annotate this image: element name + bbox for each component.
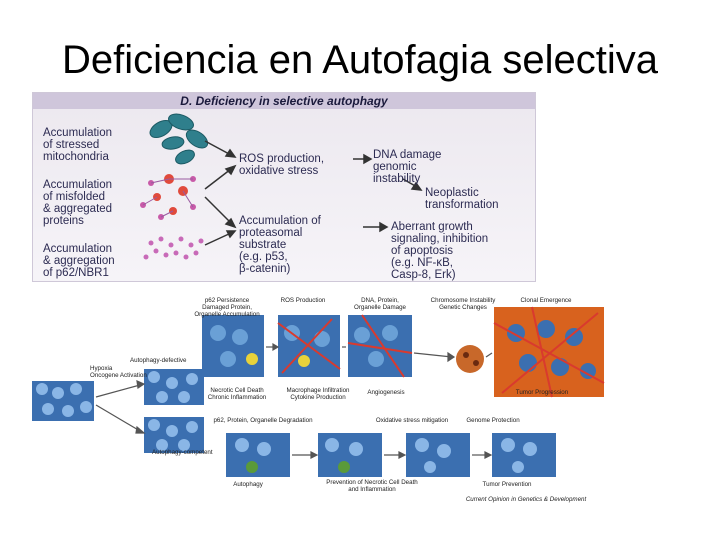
label-prevention-necrotic-death: Prevention of Necrotic Cell Death and In…: [326, 479, 418, 493]
defective-tissue-icons: [202, 306, 605, 398]
label-p62-degradation: p62, Protein, Organelle Degradation: [213, 417, 313, 424]
competent-tissue-icons: [226, 433, 556, 477]
tissue-graphics: [32, 306, 605, 477]
figure-citation: Current Opinion in Genetics & Developmen…: [465, 496, 587, 503]
effect-proteasomal-substrate: Accumulation of proteasomal substrate (e…: [239, 215, 321, 275]
effect-ros-production: ROS production, oxidative stress: [239, 153, 325, 177]
cell-cluster-icon: [32, 369, 204, 453]
label-tumor-progression: Tumor Progression: [515, 389, 569, 396]
mitochondria-icon: [149, 113, 209, 165]
figure-graphics: [140, 113, 423, 260]
cause-mitochondria: Accumulation of stressed mitochondria: [43, 127, 113, 163]
label-hypoxia: Hypoxia Oncogene Activation: [90, 365, 147, 379]
label-autophagy-defective: Autophagy-defective: [130, 357, 187, 364]
cause-misfolded-proteins: Accumulation of misfolded & aggregated p…: [43, 179, 113, 227]
label-ros-production: ROS Production: [280, 297, 326, 304]
slide-title: Deficiencia en Autofagia selectiva: [62, 38, 658, 82]
progression-arrows: [95, 342, 493, 459]
protein-aggregate-icon: [140, 174, 196, 220]
figure-header: D. Deficiency in selective autophagy: [33, 93, 535, 109]
label-oxidative-stress-mitigation: Oxidative stress mitigation: [375, 417, 449, 424]
cause-p62-aggregation: Accumulation & aggregation of p62/NBR1: [43, 243, 115, 279]
outcome-aberrant-growth: Aberrant growth signaling, inhibition of…: [391, 221, 489, 281]
outcome-dna-damage: DNA damage genomic instability: [373, 149, 442, 185]
p62-aggregate-icon: [143, 236, 204, 260]
label-clonal-emergence: Clonal Emergence: [520, 297, 572, 304]
label-macrophage-infiltration: Macrophage Infiltration Cytokine Product…: [286, 387, 350, 401]
label-angiogenesis: Angiogenesis: [367, 389, 405, 396]
selective-autophagy-figure: D. Deficiency in selective autophagy: [32, 92, 536, 282]
label-necrotic-cell-death: Necrotic Cell Death Chronic Inflammation: [207, 387, 267, 401]
label-genome-protection: Genome Protection: [466, 417, 520, 424]
outcome-neoplastic-transformation: Neoplastic transformation: [425, 187, 499, 211]
label-chromosome-instability: Chromosome Instability Genetic Changes: [430, 297, 496, 311]
label-tumor-prevention: Tumor Prevention: [482, 481, 532, 488]
label-p62-persistence: p62 Persistence Damaged Protein, Organel…: [194, 297, 260, 318]
label-autophagy: Autophagy: [233, 481, 263, 488]
label-autophagy-competent: Autophagy-competent: [152, 449, 213, 456]
label-dna-damage: DNA, Protein, Organelle Damage: [354, 297, 406, 311]
tumorigenesis-figure: p62 Persistence Damaged Protein, Organel…: [32, 293, 608, 507]
pathway-arrows: [204, 140, 423, 246]
